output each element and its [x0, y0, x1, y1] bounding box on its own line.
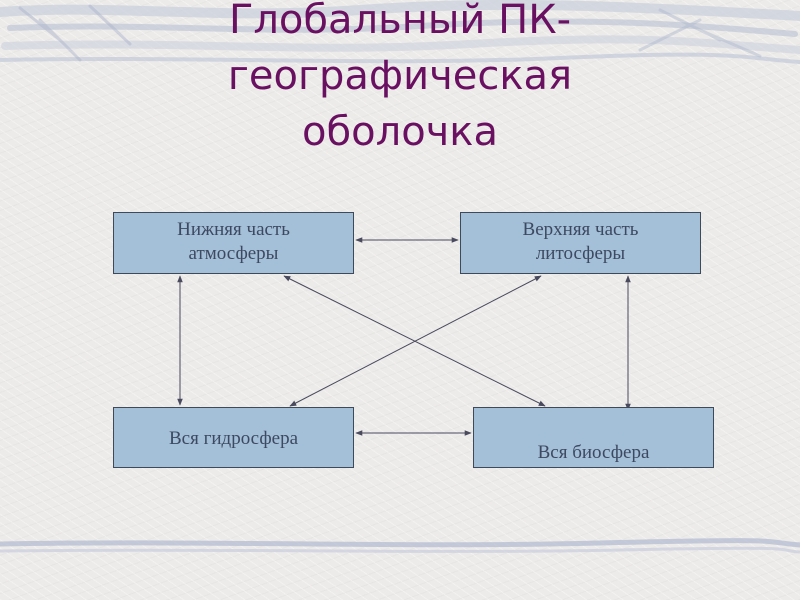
node-hydrosphere: Вся гидросфера: [113, 407, 354, 468]
node-biosphere: Вся биосфера: [473, 407, 714, 468]
title-line-3: оболочка: [302, 109, 498, 155]
node-lower-atmosphere-line-1: Нижняя часть: [177, 219, 290, 240]
bottom-decorative-brush-band: [0, 538, 800, 554]
node-lower-atmosphere-line-2: атмосферы: [188, 243, 279, 264]
arrow-lithosphere-hydrosphere: [289, 275, 542, 407]
slide-title: Глобальный ПК- географическая оболочка: [0, 0, 800, 160]
top-decorative-brush-band: [0, 0, 800, 64]
node-lower-atmosphere: Нижняя часть атмосферы: [113, 212, 354, 274]
node-biosphere-label: Вся биосфера: [537, 442, 650, 463]
node-upper-lithosphere-line-2: литосферы: [535, 243, 626, 264]
node-upper-lithosphere-line-1: Верхняя часть: [522, 219, 639, 240]
node-upper-lithosphere: Верхняя часть литосферы: [460, 212, 701, 274]
title-line-1: Глобальный ПК-: [228, 0, 572, 43]
title-line-2: географическая: [227, 53, 573, 99]
node-hydrosphere-label: Вся гидросфера: [168, 428, 299, 449]
